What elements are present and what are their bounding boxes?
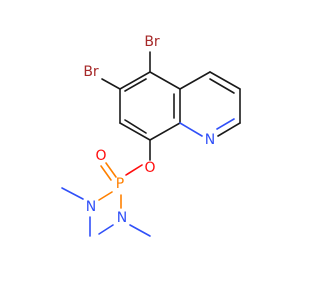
atom-n-left: N	[86, 199, 96, 215]
bromine-bonds	[101, 51, 151, 90]
n1-methyl-bonds	[61, 187, 91, 237]
benzene-ring	[119, 71, 181, 141]
atom-n-ring: N	[205, 132, 215, 148]
atom-o-double: O	[95, 148, 106, 164]
n2-methyl-bonds	[98, 224, 151, 237]
atom-br-left: Br	[83, 64, 99, 80]
atom-o-ester: O	[144, 160, 155, 176]
p-o-double-bond	[100, 162, 117, 181]
molecule-structure: Br Br N O O P N N	[61, 34, 241, 237]
atom-p: P	[116, 176, 124, 192]
atom-br-top: Br	[144, 34, 160, 50]
o-p-bond	[125, 164, 143, 176]
atom-n-bottom: N	[117, 210, 127, 226]
pyridine-ring	[179, 71, 241, 137]
p-n1-bond	[98, 191, 113, 201]
